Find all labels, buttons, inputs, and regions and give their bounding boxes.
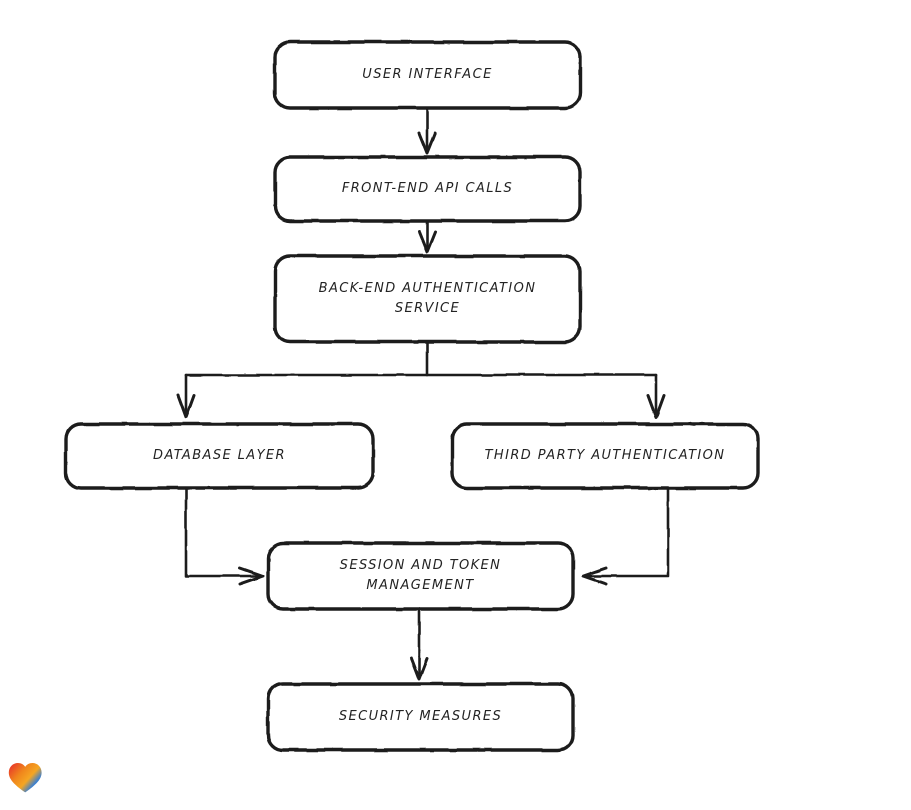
- node-box-database-layer: [64, 422, 375, 490]
- node-box-back-end-authentication-service: [273, 254, 582, 344]
- node-box-security-measures: [266, 682, 575, 752]
- node-box-front-end-api-calls: [273, 155, 582, 223]
- edge-database-to-session: [184, 486, 265, 586]
- edge-api-to-backend: [417, 219, 437, 254]
- edge-thirdparty-to-session: [581, 486, 670, 586]
- node-box-session-and-token-management: [266, 541, 575, 611]
- heart-icon: [8, 763, 42, 793]
- edge-backend-split: [184, 340, 658, 377]
- edge-backend-to-thirdparty: [646, 373, 666, 419]
- node-box-user-interface: [273, 40, 582, 110]
- edge-backend-to-database: [176, 373, 196, 419]
- edge-ui-to-api: [417, 106, 437, 155]
- node-box-third-party-authentication: [450, 422, 760, 490]
- edge-session-to-security: [409, 607, 429, 681]
